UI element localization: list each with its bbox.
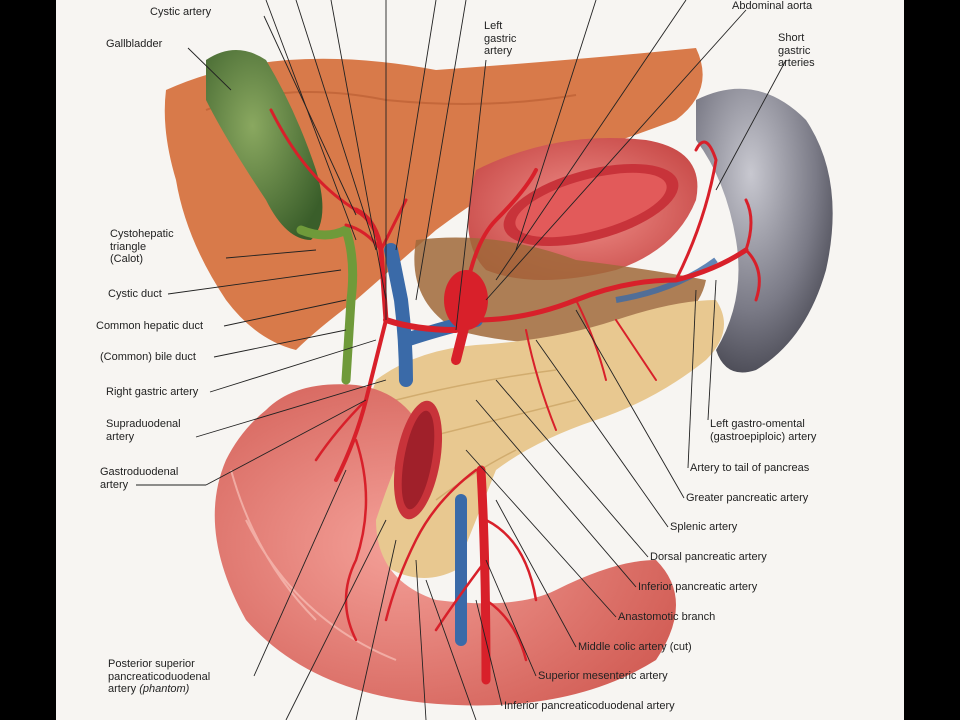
splenic-vessel xyxy=(473,247,749,323)
pancreas xyxy=(353,300,724,578)
label-posterior-superior-pd-artery: Posterior superior pancreaticoduodenal a… xyxy=(108,658,211,695)
label-artery-tail-pancreas: Artery to tail of pancreas xyxy=(690,462,810,474)
label-splenic-artery: Splenic artery xyxy=(670,521,738,533)
label-cystic-duct: Cystic duct xyxy=(108,288,162,300)
label-anastomotic-branch: Anastomotic branch xyxy=(618,611,716,623)
cystic-artery-vessel xyxy=(269,108,358,212)
label-inferior-pd-artery: Inferior pancreaticoduodenal artery xyxy=(504,700,675,712)
illustration xyxy=(136,0,833,720)
label-short-gastric-arteries: Short gastric arteries xyxy=(778,32,815,69)
label-inferior-pancreatic-artery: Inferior pancreatic artery xyxy=(638,581,758,593)
label-dorsal-pancreatic-artery: Dorsal pancreatic artery xyxy=(650,551,767,563)
label-left-gastro-omental-artery: Left gastro-omental (gastroepiploic) art… xyxy=(710,418,817,443)
spleen xyxy=(696,88,833,373)
common-hepatic-artery xyxy=(383,317,459,333)
label-cystic-artery: Cystic artery xyxy=(150,6,212,18)
label-common-bile-duct: (Common) bile duct xyxy=(100,351,196,363)
label-left-gastric-artery: Left gastric artery xyxy=(484,20,517,57)
label-right-gastric-artery: Right gastric artery xyxy=(106,386,199,398)
label-common-hepatic-duct: Common hepatic duct xyxy=(96,320,203,332)
arteries xyxy=(269,108,761,685)
bile-duct xyxy=(296,225,358,385)
label-abdominal-aorta: Abdominal aorta xyxy=(732,0,813,12)
liver xyxy=(164,48,703,350)
anatomy-plate: Cystic artery Gallbladder Left gastric a… xyxy=(56,0,904,720)
sma-vessel xyxy=(476,465,491,685)
label-greater-pancreatic-artery: Greater pancreatic artery xyxy=(686,492,809,504)
gallbladder xyxy=(206,50,323,240)
duodenum xyxy=(214,384,676,706)
label-cystohepatic-triangle: Cystohepatic triangle (Calot) xyxy=(110,228,174,265)
leader-lines xyxy=(136,0,787,720)
label-gastroduodenal-artery: Gastroduodenal artery xyxy=(100,466,179,491)
label-supraduodenal-artery: Supraduodenal artery xyxy=(106,418,181,443)
label-superior-mesenteric-artery: Superior mesenteric artery xyxy=(538,670,668,682)
left-gastric-vessel xyxy=(464,168,538,292)
label-gallbladder: Gallbladder xyxy=(106,38,163,50)
label-middle-colic-artery: Middle colic artery (cut) xyxy=(578,641,692,653)
